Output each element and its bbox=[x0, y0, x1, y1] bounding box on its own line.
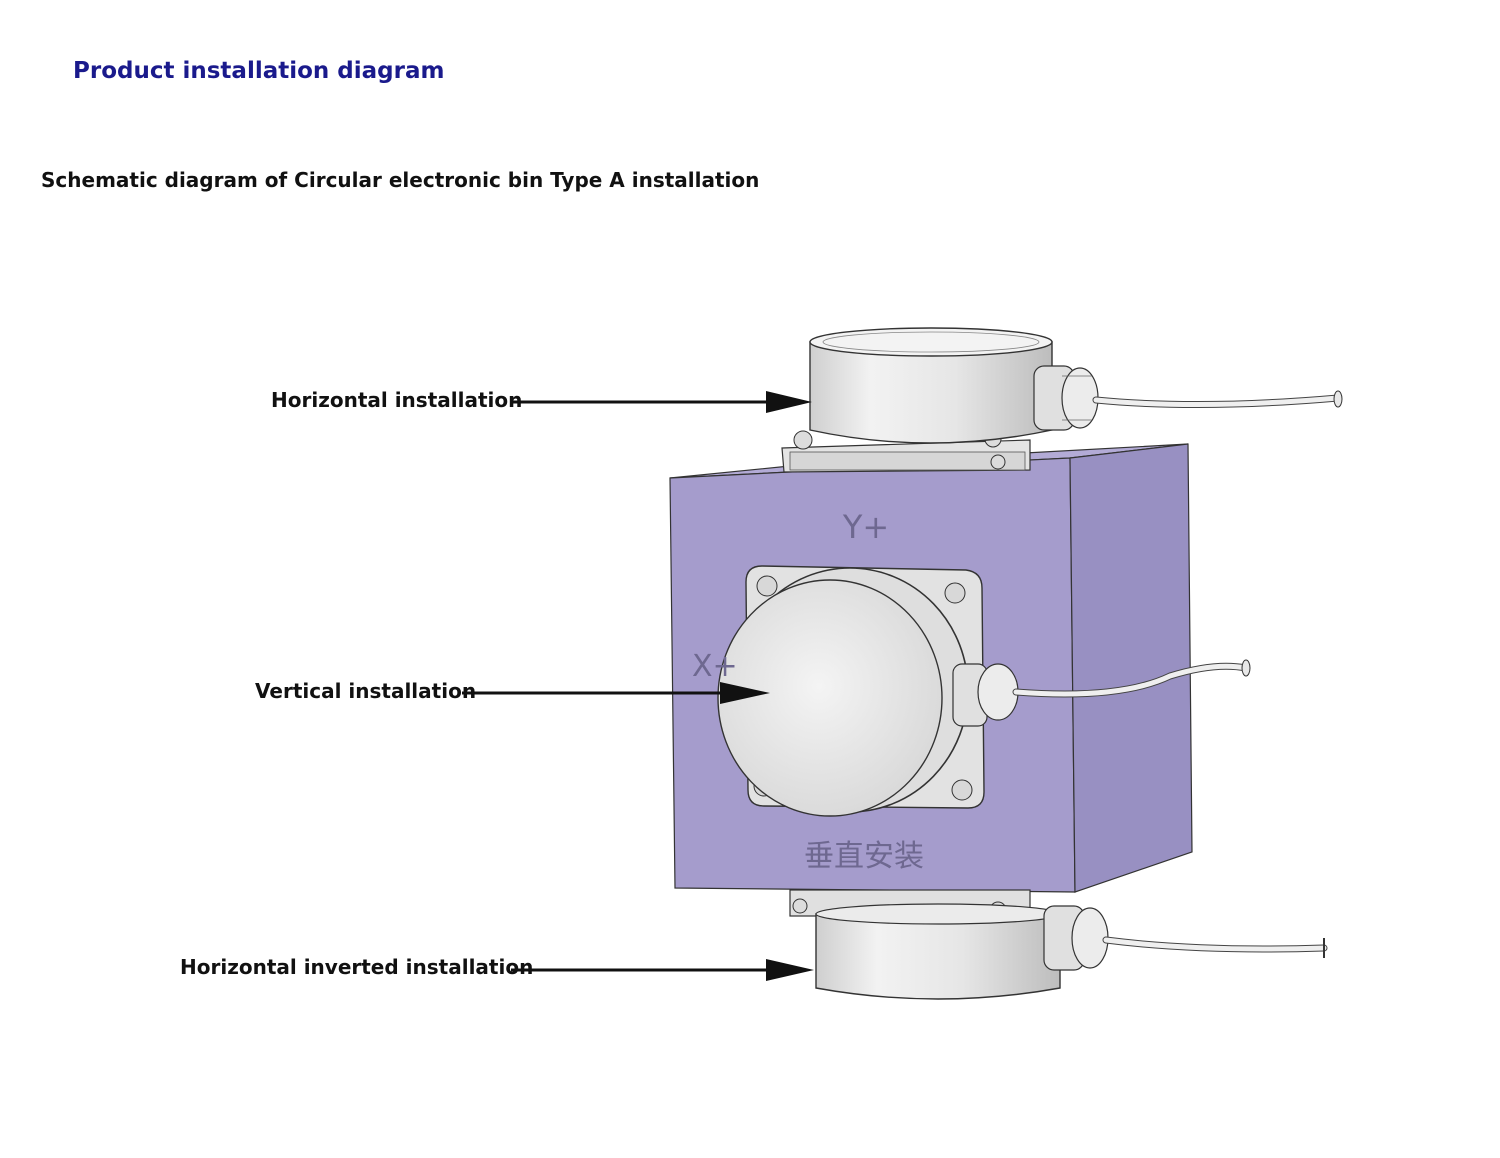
vertical-installation-mark: 垂直安装 bbox=[804, 839, 924, 874]
callout-horizontal-installation: Horizontal installation bbox=[271, 388, 523, 412]
bolt-icon bbox=[990, 454, 1006, 470]
top-cylinder-body bbox=[809, 341, 1053, 444]
top-sensor bbox=[781, 327, 1343, 473]
callout-vertical-installation: Vertical installation bbox=[255, 679, 477, 703]
bolt-icon bbox=[944, 582, 966, 604]
bottom-cylinder-body bbox=[815, 913, 1061, 1000]
bolt-icon bbox=[756, 575, 778, 597]
arrow-head-icon bbox=[766, 959, 814, 981]
bolt-icon bbox=[792, 898, 808, 914]
bolt-icon bbox=[793, 430, 813, 450]
bottom-sensor bbox=[789, 889, 1328, 1000]
y-axis-mark: Y+ bbox=[842, 508, 889, 546]
bolt-icon bbox=[951, 779, 973, 801]
diagram-title: Schematic diagram of Circular electronic… bbox=[41, 168, 760, 192]
top-plate-base bbox=[789, 451, 1026, 471]
arrow-head-icon bbox=[720, 682, 770, 704]
leader-arrows bbox=[462, 391, 814, 981]
page-title: Product installation diagram bbox=[73, 58, 445, 84]
block-side-face bbox=[1069, 443, 1193, 893]
top-cylinder-lid bbox=[809, 327, 1053, 357]
x-axis-mark: X+ bbox=[692, 649, 738, 684]
arrow-head-icon bbox=[766, 391, 812, 413]
middle-sensor-face bbox=[717, 579, 943, 817]
callout-horizontal-inverted-installation: Horizontal inverted installation bbox=[180, 955, 534, 979]
middle-sensor bbox=[717, 565, 1251, 817]
